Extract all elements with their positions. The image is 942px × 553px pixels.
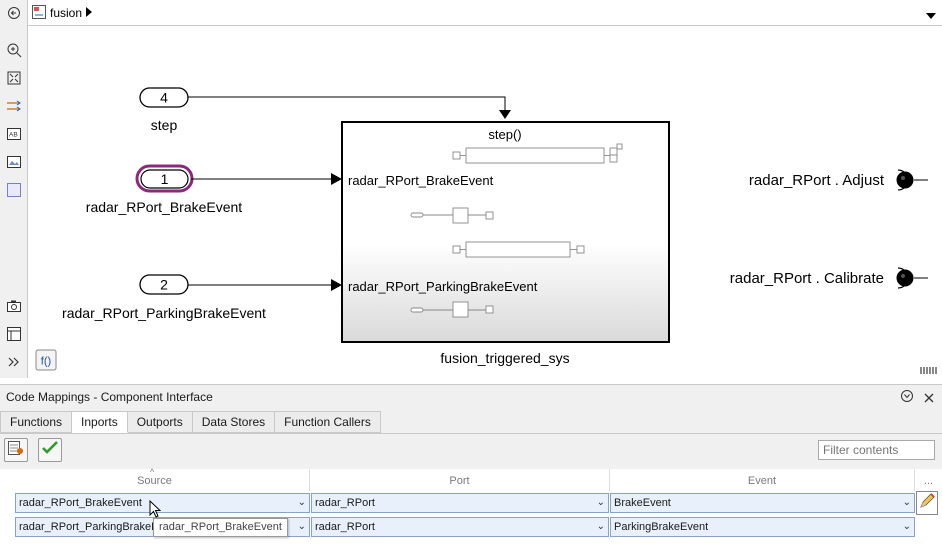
filter-input[interactable] <box>818 440 935 460</box>
breadcrumb-bar: fusion <box>28 0 942 26</box>
breadcrumb-arrow-icon[interactable] <box>86 6 93 20</box>
event-select[interactable]: BrakeEvent⌄ <box>610 493 915 513</box>
fit-to-view-icon[interactable] <box>4 68 24 88</box>
configure-button[interactable] <box>4 438 28 462</box>
subsystem-port-label: radar_RPort_ParkingBrakeEvent <box>348 279 538 294</box>
panel-menu-icon[interactable] <box>900 389 914 408</box>
inport-block-step[interactable]: 4 <box>139 87 189 108</box>
model-browser-icon[interactable] <box>4 324 24 344</box>
signal-routing-icon[interactable] <box>4 96 24 116</box>
expand-palette-icon[interactable] <box>4 352 24 372</box>
chevron-down-icon: ⌄ <box>297 497 306 508</box>
inport-block-parking-brake-event[interactable]: 2 <box>139 274 189 295</box>
tab-function-callers[interactable]: Function Callers <box>275 411 381 433</box>
mapping-tabs: Functions Inports Outports Data Stores F… <box>0 411 381 433</box>
trigger-arrow <box>499 110 511 119</box>
image-icon[interactable] <box>4 152 24 172</box>
subsystem-block[interactable]: step() radar_RPort_BrakeEvent radar_RPor… <box>341 121 670 343</box>
chevron-down-icon: ⌄ <box>902 521 911 532</box>
tab-inports[interactable]: Inports <box>72 411 128 433</box>
port-select[interactable]: radar_RPort⌄ <box>311 517 609 537</box>
panel-toolbar <box>0 433 942 467</box>
subsystem-trigger-label: step() <box>488 127 521 142</box>
mapping-table: ^ Source Port Event ... radar_RPort_Brak… <box>0 467 942 553</box>
subsystem-port-label: radar_RPort_BrakeEvent <box>348 173 494 188</box>
inport-block-brake-event[interactable]: 1 <box>135 164 194 193</box>
area-icon[interactable] <box>4 180 24 200</box>
sort-indicator-icon: ^ <box>150 467 155 477</box>
code-mappings-panel: Code Mappings - Component Interface Func… <box>0 384 942 553</box>
column-header-source[interactable]: ^ Source <box>0 467 310 491</box>
chevron-down-icon: ⌄ <box>596 521 605 532</box>
tab-outports[interactable]: Outports <box>127 411 193 433</box>
chevron-down-icon: ⌄ <box>596 497 605 508</box>
inport-label: radar_RPort_ParkingBrakeEvent <box>62 305 266 321</box>
inport-label: radar_RPort_BrakeEvent <box>86 199 243 215</box>
tab-functions[interactable]: Functions <box>0 411 73 433</box>
event-select[interactable]: ParkingBrakeEvent⌄ <box>610 517 915 537</box>
signal-line-step[interactable] <box>188 96 506 112</box>
signal-arrow <box>331 279 342 291</box>
screenshot-camera-icon[interactable] <box>4 296 24 316</box>
tab-data-stores[interactable]: Data Stores <box>192 411 276 433</box>
tooltip: radar_RPort_BrakeEvent <box>153 518 288 537</box>
breadcrumb[interactable]: fusion <box>32 4 93 22</box>
validate-button[interactable] <box>38 438 62 462</box>
model-palette: AB <box>0 0 28 378</box>
zoom-in-icon[interactable] <box>4 40 24 60</box>
outport-adjust-icon[interactable] <box>896 169 929 191</box>
function-button-label: f() <box>41 356 51 368</box>
close-icon[interactable] <box>924 390 934 408</box>
model-icon <box>32 4 46 22</box>
mouse-cursor-icon <box>149 499 162 523</box>
column-header-more[interactable]: ... <box>923 475 934 487</box>
port-select[interactable]: radar_RPort⌄ <box>311 493 609 513</box>
outport-calibrate-icon[interactable] <box>896 267 929 289</box>
checkmark-icon <box>42 440 58 460</box>
svg-text:AB: AB <box>9 132 18 139</box>
resize-grip-icon[interactable] <box>920 367 937 374</box>
outport-label: radar_RPort . Calibrate <box>730 270 884 287</box>
annotation-icon[interactable]: AB <box>4 124 24 144</box>
model-canvas[interactable]: 4 step 1 radar_RPort_BrakeEvent 2 radar_… <box>28 27 942 377</box>
column-header-port[interactable]: Port <box>310 469 610 491</box>
column-header-event[interactable]: Event <box>610 469 915 491</box>
subsystem-preview <box>410 143 623 318</box>
navigate-back-icon[interactable] <box>4 3 24 23</box>
inport-label: step <box>151 117 178 133</box>
pencil-icon <box>918 492 936 515</box>
breadcrumb-model-name[interactable]: fusion <box>50 6 83 20</box>
outport-label: radar_RPort . Adjust <box>749 172 885 189</box>
breadcrumb-dropdown-icon[interactable] <box>926 6 936 24</box>
configure-icon <box>8 440 24 460</box>
panel-title: Code Mappings - Component Interface <box>6 390 213 404</box>
edit-button[interactable] <box>916 491 938 515</box>
inport-number: 2 <box>160 277 168 293</box>
chevron-down-icon: ⌄ <box>902 497 911 508</box>
source-select[interactable]: radar_RPort_BrakeEvent⌄ <box>15 493 310 513</box>
chevron-down-icon: ⌄ <box>297 521 306 532</box>
function-button[interactable]: f() <box>35 349 57 371</box>
signal-arrow <box>331 173 342 185</box>
subsystem-name: fusion_triggered_sys <box>440 350 569 366</box>
inport-number: 4 <box>160 90 168 106</box>
inport-number: 1 <box>161 171 169 187</box>
